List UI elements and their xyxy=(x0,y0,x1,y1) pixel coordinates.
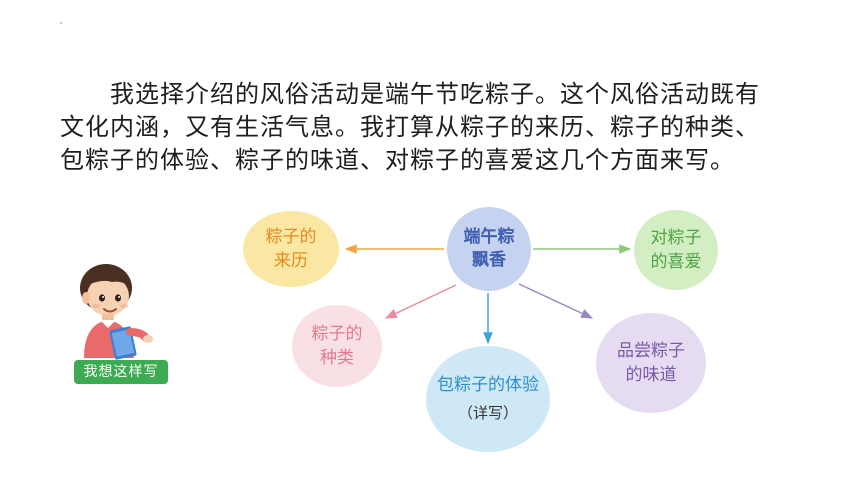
experience-label: 包粽子的体验 xyxy=(437,375,539,395)
paragraph-line-2: 文化内涵，又有生活气息。我打算从粽子的来历、粽子的种类、 xyxy=(60,113,760,141)
experience-note: （详写） xyxy=(457,404,518,422)
page-marker xyxy=(60,22,62,24)
paragraph-line-3: 包粽子的体验、粽子的味道、对粽子的喜爱这几个方面来写。 xyxy=(60,146,735,174)
taste-label-1: 品尝粽子 xyxy=(617,341,685,361)
arrow-to-types xyxy=(384,284,457,319)
origin-label-1: 粽子的 xyxy=(265,227,317,247)
origin-label-2: 来历 xyxy=(274,251,308,271)
types-label-1: 粽子的 xyxy=(311,324,363,344)
love-label-1: 对粽子 xyxy=(650,228,702,248)
arrow-to-taste xyxy=(518,283,594,319)
mindmap-node-types: 粽子的 种类 xyxy=(292,305,382,387)
center-label-1: 端午粽 xyxy=(463,227,515,247)
types-label-2: 种类 xyxy=(320,348,354,368)
mindmap-node-taste: 品尝粽子 的味道 xyxy=(596,313,706,413)
center-label-2: 飘香 xyxy=(472,250,506,270)
mindmap-node-experience: 包粽子的体验 （详写） xyxy=(426,346,550,452)
badge-label: 我想这样写 xyxy=(74,360,168,384)
mindmap-node-origin: 粽子的 来历 xyxy=(243,211,339,287)
love-label-2: 的喜爱 xyxy=(650,252,702,272)
mindmap-center-node: 端午粽 飘香 xyxy=(447,207,531,291)
boy-illustration xyxy=(80,264,153,360)
paragraph-line-1: 我选择介绍的风俗活动是端午节吃粽子。这个风俗活动既有 xyxy=(110,80,760,108)
mindmap-node-love: 对粽子 的喜爱 xyxy=(634,210,718,290)
intro-paragraph: 我选择介绍的风俗活动是端午节吃粽子。这个风俗活动既有 文化内涵，又有生活气息。我… xyxy=(60,78,800,177)
taste-label-2: 的味道 xyxy=(625,365,677,385)
